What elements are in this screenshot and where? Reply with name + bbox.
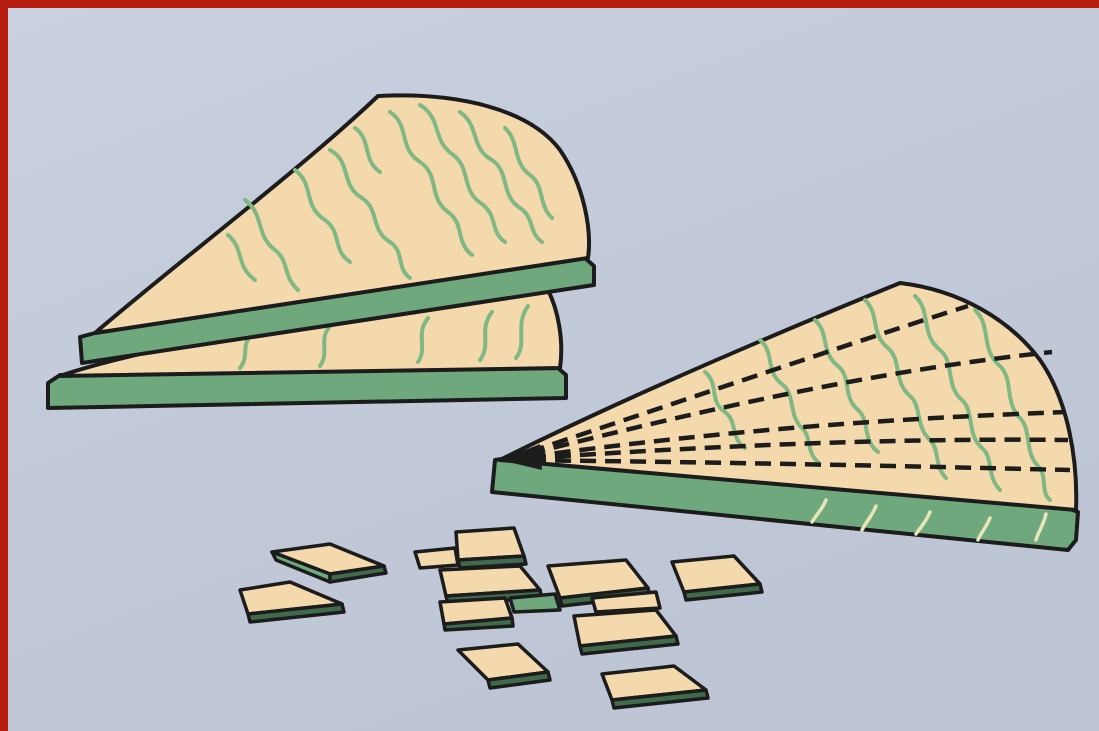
cube (574, 610, 678, 654)
cube (456, 528, 526, 568)
cube (672, 556, 762, 600)
cube (415, 548, 458, 568)
melon-illustration (8, 8, 1099, 731)
cut-slice (492, 283, 1078, 550)
cube (272, 544, 386, 582)
cube (510, 594, 560, 612)
stacked-slices (48, 95, 594, 408)
cube (602, 666, 708, 708)
illustration-canvas (8, 8, 1099, 731)
cube (458, 644, 550, 688)
melon-cubes (240, 528, 762, 708)
cube (240, 582, 344, 622)
cube (440, 598, 513, 630)
